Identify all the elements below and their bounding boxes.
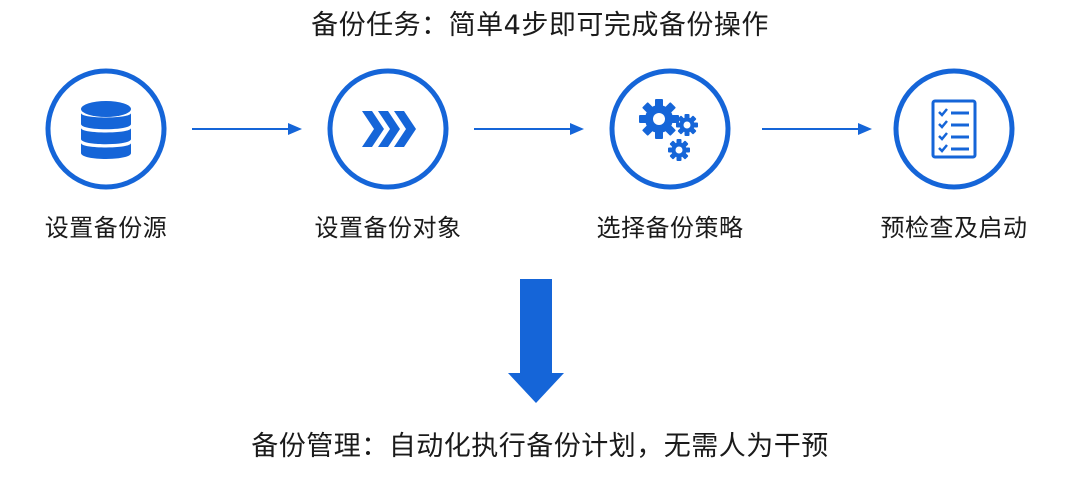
step-label-backup-object: 设置备份对象 <box>314 214 462 242</box>
arrow-right-icon <box>762 123 872 135</box>
step-label-backup-policy: 选择备份策略 <box>596 214 744 242</box>
arrow-down-icon <box>508 279 564 403</box>
backup-management-caption: 备份管理：自动化执行备份计划，无需人为干预 <box>251 431 829 462</box>
step-label-backup-source: 设置备份源 <box>44 214 168 242</box>
step-label-precheck-start: 预检查及启动 <box>880 214 1028 242</box>
gears-icon <box>609 68 731 190</box>
double-chevron-right-icon <box>327 68 449 190</box>
arrow-right-icon <box>474 123 584 135</box>
diagram-title: 备份任务：简单4步即可完成备份操作 <box>311 10 769 41</box>
database-icon <box>45 68 167 190</box>
arrow-right-icon <box>192 123 302 135</box>
checklist-icon <box>893 68 1015 190</box>
